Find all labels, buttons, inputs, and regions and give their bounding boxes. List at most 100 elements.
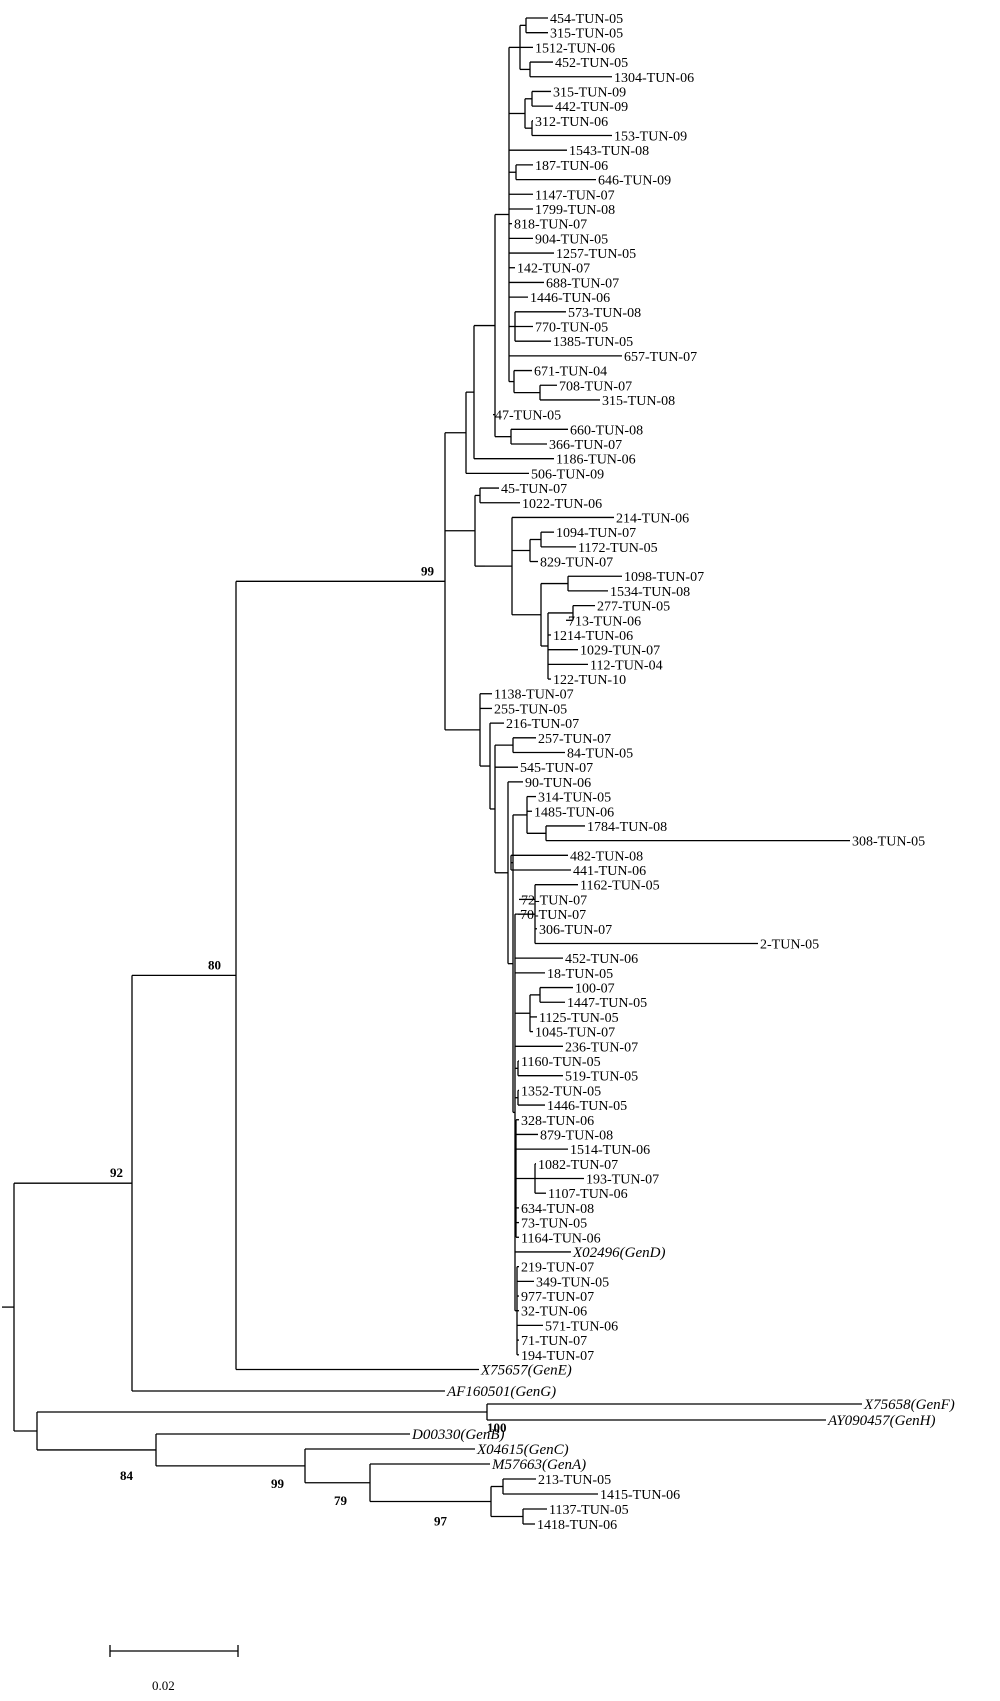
isolate-label: 1098-TUN-07 [624, 570, 704, 585]
isolate-label: 47-TUN-05 [495, 409, 561, 424]
isolate-label: 142-TUN-07 [517, 262, 590, 277]
reference-genotype-label: X75657(GenE) [480, 1362, 572, 1378]
isolate-label: 573-TUN-08 [568, 306, 641, 321]
tree-branches [2, 17, 862, 1525]
isolate-label: 1172-TUN-05 [578, 541, 658, 556]
isolate-label: 1352-TUN-05 [521, 1084, 601, 1099]
isolate-label: 112-TUN-04 [590, 658, 663, 673]
isolate-label: 977-TUN-07 [521, 1290, 594, 1305]
isolate-label: 1082-TUN-07 [538, 1158, 618, 1173]
isolate-label: 660-TUN-08 [570, 423, 643, 438]
isolate-label: 315-TUN-09 [553, 85, 626, 100]
isolate-label: 1447-TUN-05 [567, 996, 647, 1011]
isolate-label: 45-TUN-07 [501, 482, 567, 497]
isolate-label: 366-TUN-07 [549, 438, 622, 453]
reference-genotype-label: AF160501(GenG) [446, 1384, 556, 1400]
isolate-label: 314-TUN-05 [538, 791, 611, 806]
isolate-label: 312-TUN-06 [535, 115, 608, 130]
isolate-label: 879-TUN-08 [540, 1128, 613, 1143]
bootstrap-value: 100 [487, 1420, 507, 1435]
isolate-label: 328-TUN-06 [521, 1114, 594, 1129]
isolate-label: 122-TUN-10 [553, 673, 626, 688]
isolate-label: 441-TUN-06 [573, 864, 646, 879]
isolate-label: 1045-TUN-07 [535, 1026, 615, 1041]
isolate-label: 1164-TUN-06 [521, 1231, 601, 1246]
isolate-label: 519-TUN-05 [565, 1070, 638, 1085]
isolate-label: 708-TUN-07 [559, 379, 632, 394]
isolate-label: 72-TUN-07 [521, 893, 587, 908]
scale-bar-label: 0.02 [152, 1678, 175, 1693]
isolate-label: 1214-TUN-06 [553, 629, 633, 644]
isolate-label: 255-TUN-05 [494, 702, 567, 717]
isolate-label: 1514-TUN-06 [570, 1143, 650, 1158]
reference-genotype-label: D00330(GenB) [411, 1427, 504, 1443]
bootstrap-value: 84 [120, 1468, 134, 1483]
isolate-label: 1186-TUN-06 [556, 453, 636, 468]
bootstrap-value: 79 [334, 1493, 348, 1508]
bootstrap-value: 99 [421, 563, 435, 578]
bootstrap-value: 97 [434, 1514, 448, 1529]
isolate-label: 454-TUN-05 [550, 12, 623, 27]
isolate-label: 452-TUN-06 [565, 952, 638, 967]
isolate-label: 219-TUN-07 [521, 1261, 594, 1276]
isolate-label: 18-TUN-05 [547, 967, 613, 982]
isolate-label: 1799-TUN-08 [535, 203, 615, 218]
isolate-label: 100-07 [575, 982, 615, 997]
isolate-label: 1029-TUN-07 [580, 644, 660, 659]
isolate-label: 571-TUN-06 [545, 1319, 618, 1334]
isolate-label: 1125-TUN-05 [539, 1011, 619, 1026]
isolate-label: 1160-TUN-05 [521, 1055, 601, 1070]
isolate-label: 1418-TUN-06 [537, 1518, 617, 1533]
bootstrap-value: 92 [110, 1165, 123, 1180]
isolate-label: 671-TUN-04 [534, 365, 607, 380]
isolate-label: 1534-TUN-08 [610, 585, 690, 600]
isolate-label: 1784-TUN-08 [587, 820, 667, 835]
bootstrap-value: 80 [208, 957, 221, 972]
isolate-label: 1094-TUN-07 [556, 526, 636, 541]
isolate-label: 308-TUN-05 [852, 835, 925, 850]
reference-genotype-label: X75658(GenF) [863, 1397, 955, 1413]
isolate-label: 818-TUN-07 [514, 218, 587, 233]
isolate-label: 315-TUN-05 [550, 27, 623, 42]
isolate-label: 187-TUN-06 [535, 159, 608, 174]
isolate-label: 1385-TUN-05 [553, 335, 633, 350]
isolate-label: 1543-TUN-08 [569, 144, 649, 159]
isolate-label: 829-TUN-07 [540, 556, 613, 571]
isolate-label: 1415-TUN-06 [600, 1488, 680, 1503]
isolate-label: 1162-TUN-05 [580, 879, 660, 894]
isolate-label: 657-TUN-07 [624, 350, 697, 365]
isolate-label: 545-TUN-07 [520, 761, 593, 776]
isolate-label: 713-TUN-06 [568, 614, 641, 629]
isolate-label: 482-TUN-08 [570, 849, 643, 864]
isolate-label: 2-TUN-05 [760, 937, 819, 952]
isolate-label: 1446-TUN-05 [547, 1099, 627, 1114]
isolate-label: 194-TUN-07 [521, 1349, 594, 1364]
isolate-label: 1107-TUN-06 [548, 1187, 628, 1202]
isolate-label: 70-TUN-07 [520, 908, 586, 923]
isolate-label: 1137-TUN-05 [549, 1503, 629, 1518]
reference-genotype-label: M57663(GenA) [491, 1457, 586, 1473]
isolate-label: 214-TUN-06 [616, 511, 689, 526]
reference-genotype-label: X02496(GenD) [572, 1245, 665, 1261]
isolate-label: 153-TUN-09 [614, 130, 687, 145]
isolate-label: 277-TUN-05 [597, 600, 670, 615]
isolate-label: 73-TUN-05 [521, 1217, 587, 1232]
isolate-label: 1512-TUN-06 [535, 41, 615, 56]
scale-bar: 0.02 [109, 1645, 239, 1693]
isolate-label: 634-TUN-08 [521, 1202, 594, 1217]
isolate-label: 71-TUN-07 [521, 1334, 587, 1349]
isolate-label: 1446-TUN-06 [530, 291, 610, 306]
isolate-label: 84-TUN-05 [567, 747, 633, 762]
isolate-label: 257-TUN-07 [538, 732, 611, 747]
isolate-label: 32-TUN-06 [521, 1305, 587, 1320]
isolate-label: 1304-TUN-06 [614, 71, 694, 86]
isolate-label: 1257-TUN-05 [556, 247, 636, 262]
isolate-label: 90-TUN-06 [525, 776, 591, 791]
isolate-label: 315-TUN-08 [602, 394, 675, 409]
isolate-label: 646-TUN-09 [598, 174, 671, 189]
isolate-label: 236-TUN-07 [565, 1040, 638, 1055]
isolate-label: 1485-TUN-06 [534, 805, 614, 820]
isolate-label: 213-TUN-05 [538, 1473, 611, 1488]
